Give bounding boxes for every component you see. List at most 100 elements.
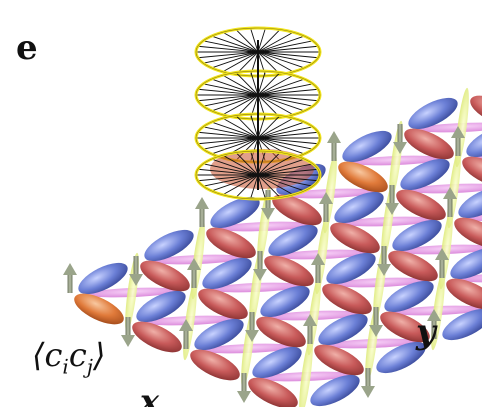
- spiral-spoke: [257, 94, 294, 116]
- spiral-spoke: [257, 154, 294, 176]
- spiral-spoke: [257, 29, 281, 53]
- spiral-spoke: [257, 45, 319, 53]
- spiral-spoke: [257, 168, 319, 176]
- red-bond: [338, 161, 388, 193]
- spiral-spoke: [257, 94, 313, 107]
- spin-arrow-icon: [303, 314, 317, 344]
- spin-arrow-icon: [253, 251, 267, 281]
- blue-bond: [376, 341, 426, 374]
- spiral-spoke: [222, 31, 259, 53]
- y-axis-label: y: [416, 312, 436, 352]
- blue-bond: [384, 280, 434, 313]
- spin-arrow-icon: [385, 185, 399, 215]
- spiral-spoke: [257, 28, 266, 53]
- spiral-spoke: [203, 40, 259, 53]
- blue-bond: [144, 229, 194, 262]
- blue-bond: [210, 196, 260, 229]
- spiral-spoke: [257, 51, 305, 69]
- spiral-spoke: [211, 94, 259, 112]
- blue-bond: [458, 186, 482, 219]
- spiral-spoke: [211, 174, 259, 192]
- spin-arrow-icon: [63, 263, 77, 293]
- blue-bond: [342, 130, 392, 163]
- spiral-spoke: [257, 126, 313, 139]
- spiral-spoke: [257, 35, 305, 53]
- spiral-spoke: [257, 31, 294, 53]
- spiral-spoke: [235, 174, 259, 198]
- yellow-link: [299, 336, 313, 407]
- spiral-spoke: [222, 117, 259, 139]
- spiral-spoke: [257, 163, 313, 176]
- correlator-index-i: i: [62, 354, 69, 379]
- red-bond: [140, 260, 190, 292]
- spiral-spoke: [222, 51, 259, 73]
- spiral-spoke: [235, 152, 259, 176]
- red-bond: [396, 189, 446, 221]
- spiral-spoke: [197, 45, 259, 53]
- blue-bond: [310, 374, 360, 407]
- spiral-spoke: [222, 94, 259, 116]
- spin-arrow-icon: [245, 312, 259, 342]
- spiral-spoke: [257, 152, 281, 176]
- spiral-spoke: [211, 78, 259, 96]
- blue-bond: [260, 285, 310, 318]
- spin-arrow-icon: [435, 248, 449, 278]
- correlator-c2: c: [68, 336, 87, 374]
- spiral-spoke: [257, 74, 294, 96]
- spin-arrow-icon: [443, 187, 457, 217]
- spin-arrow-icon: [319, 192, 333, 222]
- spiral-spoke: [257, 78, 305, 96]
- spin-arrow-icon: [327, 131, 341, 161]
- spiral-spoke: [257, 117, 294, 139]
- spiral-spoke: [257, 121, 305, 139]
- red-bond: [74, 293, 124, 325]
- spiral-spoke: [203, 163, 259, 176]
- red-bond: [272, 194, 322, 226]
- red-bond: [248, 377, 298, 407]
- helical-spiral-icon: [194, 26, 322, 201]
- blue-bond: [202, 257, 252, 290]
- spiral-spoke: [203, 137, 259, 150]
- spiral-spoke: [257, 51, 294, 73]
- corner-letter: e: [16, 28, 38, 68]
- spiral-spoke: [235, 115, 259, 139]
- blue-bond: [466, 125, 482, 158]
- correlator-index-j: j: [86, 354, 93, 379]
- spiral-spoke: [211, 158, 259, 176]
- spiral-spoke: [203, 83, 259, 96]
- spiral-spoke: [257, 174, 305, 192]
- correlator-label: ⟨cicj⟩: [32, 336, 105, 378]
- spiral-spoke: [203, 126, 259, 139]
- spiral-spoke: [197, 174, 259, 182]
- red-bond: [388, 250, 438, 282]
- blue-bond: [136, 290, 186, 323]
- spiral-spoke: [222, 154, 259, 176]
- bond-ellipses: [74, 95, 482, 407]
- spiral-spoke: [257, 51, 319, 59]
- red-bond: [198, 288, 248, 320]
- spiral-spoke: [211, 121, 259, 139]
- spin-arrow-icon: [129, 256, 143, 286]
- spiral-spoke: [257, 151, 266, 176]
- spiral-spoke: [250, 174, 259, 199]
- x-axis-label: x: [140, 382, 160, 407]
- spin-arrow-icon: [361, 368, 375, 398]
- red-bond: [190, 349, 240, 381]
- spin-arrow-icon: [237, 373, 251, 403]
- blue-bond: [408, 97, 458, 130]
- spin-arrow-icon: [187, 258, 201, 288]
- spiral-spoke: [250, 28, 259, 53]
- red-bond: [404, 128, 454, 160]
- spiral-spoke: [257, 131, 319, 139]
- blue-bond: [392, 219, 442, 252]
- spiral-spoke: [197, 88, 259, 96]
- red-bond: [446, 278, 482, 310]
- spiral-spoke: [257, 83, 313, 96]
- spiral-spoke: [197, 131, 259, 139]
- blue-bond: [442, 308, 482, 341]
- red-bond: [256, 316, 306, 348]
- spin-arrow-icon: [369, 307, 383, 337]
- spiral-spoke: [257, 114, 266, 139]
- spiral-spoke: [257, 174, 313, 187]
